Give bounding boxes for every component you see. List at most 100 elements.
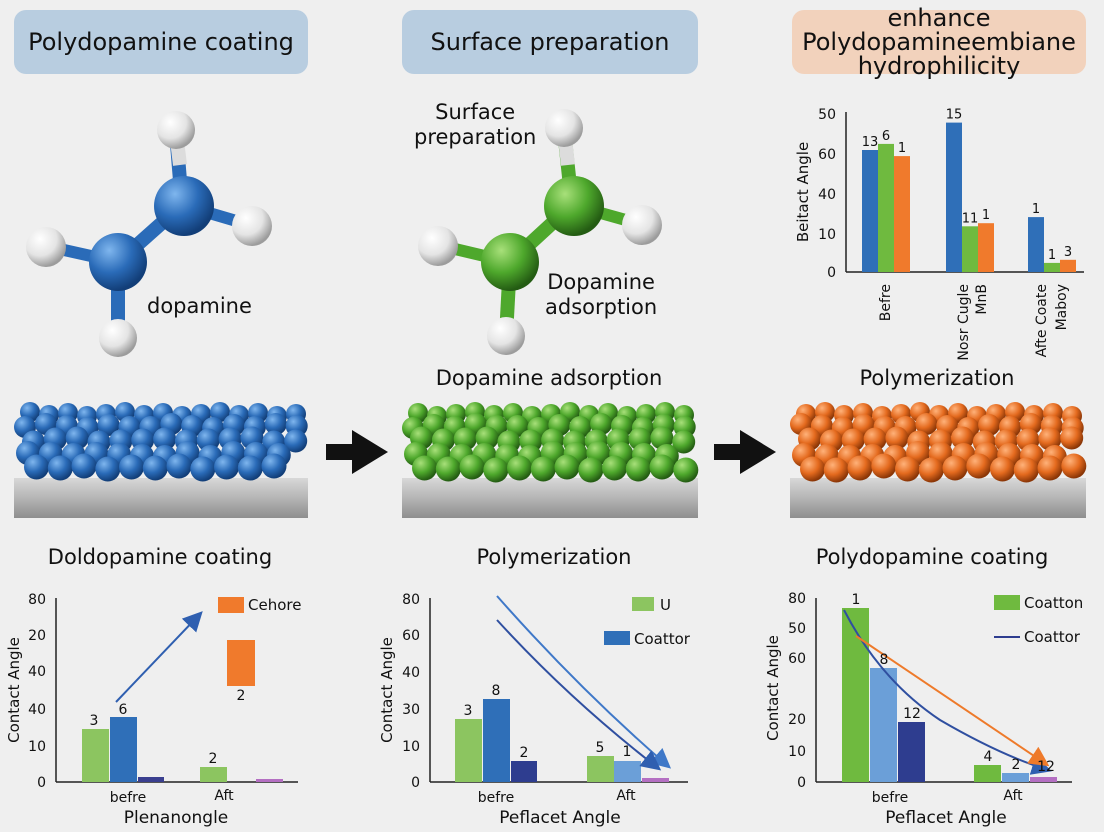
bar — [862, 150, 878, 272]
substrate-orange-spheres — [790, 402, 1087, 518]
process-arrow-2 — [714, 430, 776, 474]
legend-swatch — [994, 595, 1020, 610]
bar — [587, 756, 614, 782]
bar — [870, 668, 897, 782]
legend-label: Coatton — [1024, 594, 1083, 612]
x-axis-label: Peflacet Angle — [885, 808, 1006, 828]
x-axis-label: Peflacet Angle — [499, 808, 620, 828]
category-label: Aft — [214, 788, 234, 804]
bar-label: 1 — [982, 208, 990, 223]
bar — [483, 699, 510, 782]
bar — [894, 156, 910, 272]
bar-label: 1 — [898, 141, 906, 156]
sphere — [97, 414, 120, 436]
legend-label: Coattor — [1024, 628, 1081, 646]
sphere — [602, 455, 627, 481]
substrate-plate — [402, 478, 698, 518]
y-tick: 10 — [788, 744, 806, 760]
bar — [946, 122, 962, 272]
bar — [138, 777, 164, 782]
label-line: adsorption — [545, 295, 658, 320]
sphere — [530, 456, 556, 482]
header-text-line2: Polydopamineembiane — [802, 28, 1076, 56]
sphere — [895, 456, 920, 482]
y-axis-label: Beitact Angle — [794, 142, 812, 242]
sphere — [625, 456, 651, 482]
y-axis-label: Contact Angle — [5, 637, 23, 743]
y-tick: 80 — [788, 591, 806, 607]
bar-label: 3 — [464, 703, 473, 719]
sphere — [166, 453, 192, 479]
bar — [200, 767, 227, 782]
sphere — [1038, 427, 1062, 451]
molecule-label-surface-preparation: Surface preparation — [414, 100, 536, 150]
y-tick: 10 — [402, 739, 420, 755]
y-tick: 40 — [28, 702, 46, 718]
sphere — [190, 456, 216, 482]
bar-label: 1 — [1048, 248, 1056, 263]
bar — [1060, 259, 1076, 272]
sphere — [284, 429, 308, 453]
y-axis-label: Contact Angle — [764, 635, 782, 741]
sphere — [483, 457, 509, 483]
x-axis-label: Plenanongle — [124, 808, 229, 828]
sphere — [1060, 426, 1084, 450]
sphere — [459, 454, 485, 480]
sphere — [966, 453, 992, 479]
stage-label-dopamine-adsorption: Dopamine adsorption — [435, 366, 663, 390]
y-tick: 0 — [37, 775, 46, 791]
header-enhance-hydrophilicity: enhance Polydopamineembiane hydrophilici… — [792, 6, 1086, 78]
sphere — [942, 455, 968, 481]
bar-label: 12 — [1037, 759, 1055, 775]
trend-arrow — [855, 635, 1050, 767]
y-tick: 10 — [818, 227, 836, 243]
category-label: MnB — [974, 284, 990, 315]
bar — [978, 223, 994, 272]
sphere — [1037, 455, 1063, 481]
sphere — [951, 426, 974, 450]
bar-label: 13 — [862, 135, 879, 150]
sphere — [673, 457, 699, 483]
bar-label: 6 — [882, 129, 890, 144]
y-tick: 30 — [402, 702, 420, 718]
sphere — [95, 456, 121, 482]
bar-label: 8 — [492, 683, 501, 699]
bar-label: 5 — [596, 740, 605, 756]
sphere — [649, 454, 675, 480]
bar-label: 1 — [852, 592, 861, 608]
substrate-plate — [14, 478, 308, 518]
y-tick: 40 — [28, 664, 46, 680]
bar — [256, 779, 283, 782]
bar-label: 6 — [119, 702, 128, 718]
bar-label: 3 — [90, 713, 99, 729]
legend-label: U — [660, 596, 671, 614]
y-tick: 80 — [28, 592, 46, 608]
bar-label: 2 — [237, 688, 246, 704]
category-label: Aft — [1003, 788, 1023, 804]
trend-arrow — [496, 619, 662, 771]
y-tick: 0 — [827, 265, 836, 281]
legend-swatch — [604, 631, 630, 645]
header-text: Surface preparation — [430, 28, 670, 56]
bar-label: 8 — [880, 652, 889, 668]
bar — [110, 717, 137, 782]
bar-label: 2 — [520, 745, 529, 761]
header-text: Polydopamine coating — [28, 28, 294, 56]
sphere — [672, 430, 696, 454]
sphere — [71, 453, 97, 479]
sphere — [237, 455, 263, 481]
bar-label: 11 — [962, 211, 979, 226]
sphere — [412, 455, 437, 481]
y-tick: 60 — [788, 651, 806, 667]
legend-label: Coattor — [634, 630, 691, 648]
bar — [1028, 217, 1044, 272]
y-tick: 40 — [818, 187, 836, 203]
y-tick: 50 — [788, 621, 806, 637]
header-text-line1: enhance — [887, 4, 991, 32]
y-tick: 20 — [28, 628, 46, 644]
y-tick: 50 — [818, 107, 836, 123]
y-axis-label: Contact Angle — [378, 637, 396, 743]
